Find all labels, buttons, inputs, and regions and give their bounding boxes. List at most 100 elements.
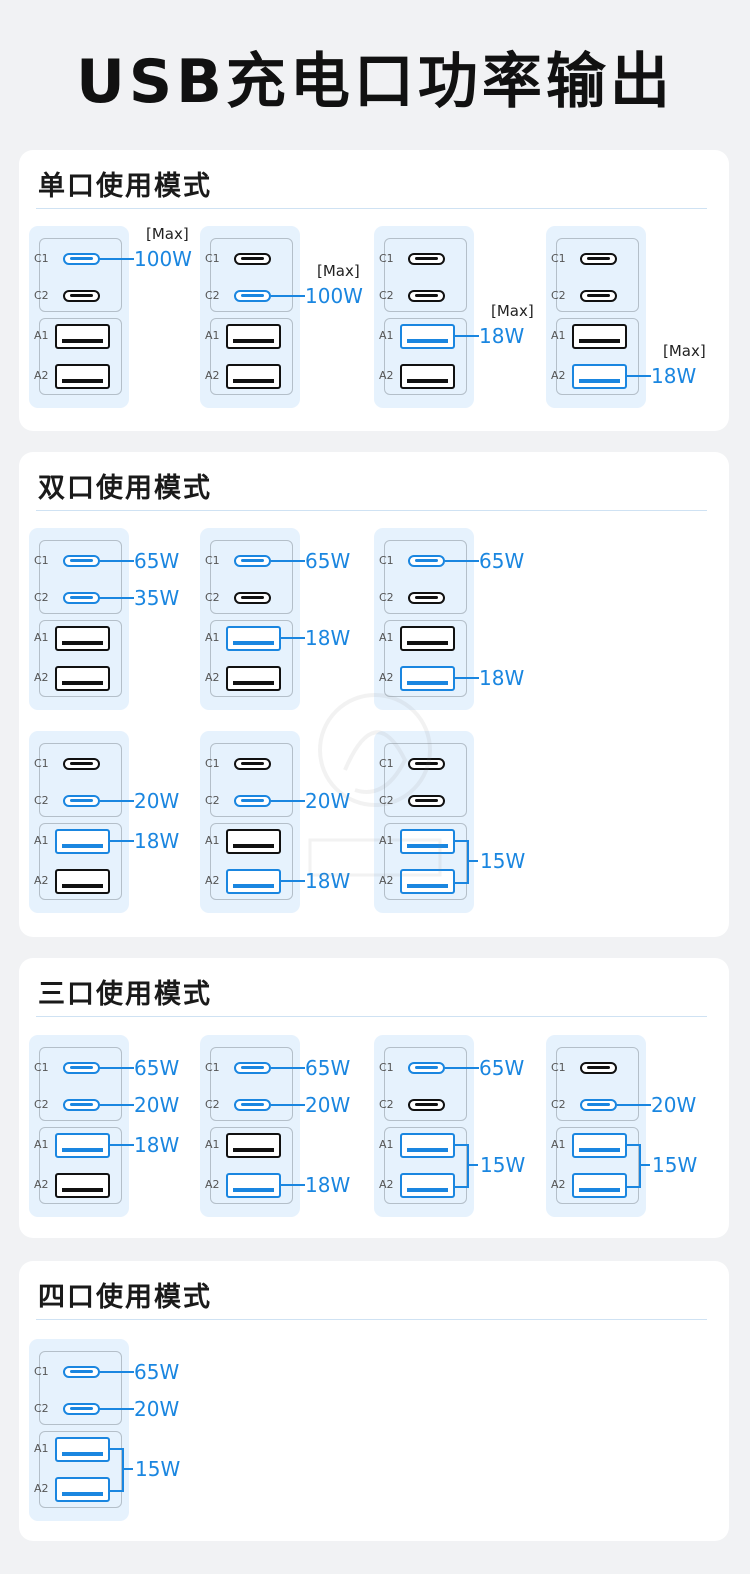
max-label: [Max] xyxy=(317,262,360,280)
usb-a-port-group xyxy=(210,620,293,697)
usb-a-port-icon-a1 xyxy=(226,828,281,854)
max-label: [Max] xyxy=(491,302,534,320)
bracket-leader xyxy=(468,1164,478,1166)
port-label-c1: C1 xyxy=(379,1061,394,1074)
usb-a-port-icon-a2 xyxy=(55,1476,110,1502)
port-label-a1: A1 xyxy=(34,631,49,644)
leader-line-a2 xyxy=(627,375,651,377)
usb-c-port-group xyxy=(39,1351,122,1425)
leader-line-c1 xyxy=(445,560,479,562)
leader-line-c2 xyxy=(100,597,134,599)
usb-c-port-group xyxy=(39,743,122,817)
section-title: 单口使用模式 xyxy=(38,171,212,202)
port-label-a1: A1 xyxy=(551,1138,566,1151)
bracket-leader xyxy=(640,1164,650,1166)
port-label-c2: C2 xyxy=(551,289,566,302)
shared-bracket xyxy=(110,1448,124,1492)
leader-line-c2 xyxy=(271,295,305,297)
usb-c-port-group xyxy=(556,1047,639,1121)
usb-c-port-icon-c2 xyxy=(234,592,271,604)
port-label-c2: C2 xyxy=(34,794,49,807)
usb-a-port-icon-a1 xyxy=(572,323,627,349)
power-value-c1: 65W xyxy=(134,1056,180,1080)
port-label-c1: C1 xyxy=(205,252,220,265)
leader-line-a2 xyxy=(281,880,305,882)
port-label-a2: A2 xyxy=(34,369,49,382)
port-label-c1: C1 xyxy=(34,1365,49,1378)
port-label-a1: A1 xyxy=(205,329,220,342)
usb-a-port-group xyxy=(384,620,467,697)
usb-a-port-icon-a2 xyxy=(400,363,455,389)
usb-c-port-group xyxy=(39,540,122,614)
port-label-a2: A2 xyxy=(205,874,220,887)
usb-c-port-icon-c2 xyxy=(234,1099,271,1111)
port-label-c2: C2 xyxy=(379,794,394,807)
leader-line-c2 xyxy=(100,1408,134,1410)
power-value-c1: 65W xyxy=(134,1360,180,1384)
port-label-a2: A2 xyxy=(379,874,394,887)
shared-bracket xyxy=(455,840,469,884)
port-label-c2: C2 xyxy=(551,1098,566,1111)
usb-c-port-group xyxy=(210,540,293,614)
port-label-c1: C1 xyxy=(34,757,49,770)
power-value-a1: 18W xyxy=(134,1133,180,1157)
usb-c-port-icon-c1 xyxy=(580,1062,617,1074)
usb-a-port-icon-a2 xyxy=(572,363,627,389)
port-label-c1: C1 xyxy=(551,252,566,265)
power-value-c2: 20W xyxy=(305,789,351,813)
bracket-leader xyxy=(123,1468,133,1470)
usb-c-port-icon-c2 xyxy=(580,1099,617,1111)
leader-line-a1 xyxy=(281,637,305,639)
power-value-c1: 65W xyxy=(305,1056,351,1080)
leader-line-c2 xyxy=(271,800,305,802)
usb-a-port-icon-a1 xyxy=(400,1132,455,1158)
usb-a-port-icon-a2 xyxy=(226,1172,281,1198)
usb-c-port-icon-c2 xyxy=(63,290,100,302)
usb-a-port-icon-a1 xyxy=(400,323,455,349)
usb-c-port-icon-c2 xyxy=(408,290,445,302)
port-label-c1: C1 xyxy=(205,1061,220,1074)
usb-c-port-group xyxy=(384,238,467,312)
usb-a-port-group xyxy=(210,823,293,900)
leader-line-c1 xyxy=(100,560,134,562)
usb-a-port-icon-a1 xyxy=(55,1436,110,1462)
usb-a-port-icon-a1 xyxy=(55,323,110,349)
usb-c-port-group xyxy=(210,238,293,312)
port-label-a2: A2 xyxy=(205,1178,220,1191)
usb-c-port-icon-c2 xyxy=(63,1403,100,1415)
usb-c-port-icon-c1 xyxy=(408,555,445,567)
usb-c-port-icon-c2 xyxy=(63,592,100,604)
page-title: USB充电口功率输出 xyxy=(76,47,674,117)
port-label-c1: C1 xyxy=(379,757,394,770)
usb-c-port-icon-c1 xyxy=(234,1062,271,1074)
port-label-a1: A1 xyxy=(34,834,49,847)
usb-c-port-icon-c1 xyxy=(408,1062,445,1074)
port-label-c2: C2 xyxy=(205,289,220,302)
usb-c-port-group xyxy=(556,238,639,312)
port-label-a2: A2 xyxy=(379,1178,394,1191)
usb-c-port-group xyxy=(210,743,293,817)
port-label-c2: C2 xyxy=(205,1098,220,1111)
usb-c-port-icon-c1 xyxy=(63,1062,100,1074)
usb-a-port-icon-a2 xyxy=(226,665,281,691)
power-value-c2: 20W xyxy=(305,1093,351,1117)
usb-c-port-icon-c1 xyxy=(63,253,100,265)
usb-c-port-group xyxy=(39,238,122,312)
usb-a-port-group xyxy=(39,823,122,900)
port-label-c1: C1 xyxy=(551,1061,566,1074)
max-label: [Max] xyxy=(663,342,706,360)
port-label-a2: A2 xyxy=(34,671,49,684)
leader-line-c1 xyxy=(100,1371,134,1373)
power-value-c2: 20W xyxy=(134,789,180,813)
power-value-a1: 18W xyxy=(305,626,351,650)
section-title: 三口使用模式 xyxy=(38,979,212,1010)
